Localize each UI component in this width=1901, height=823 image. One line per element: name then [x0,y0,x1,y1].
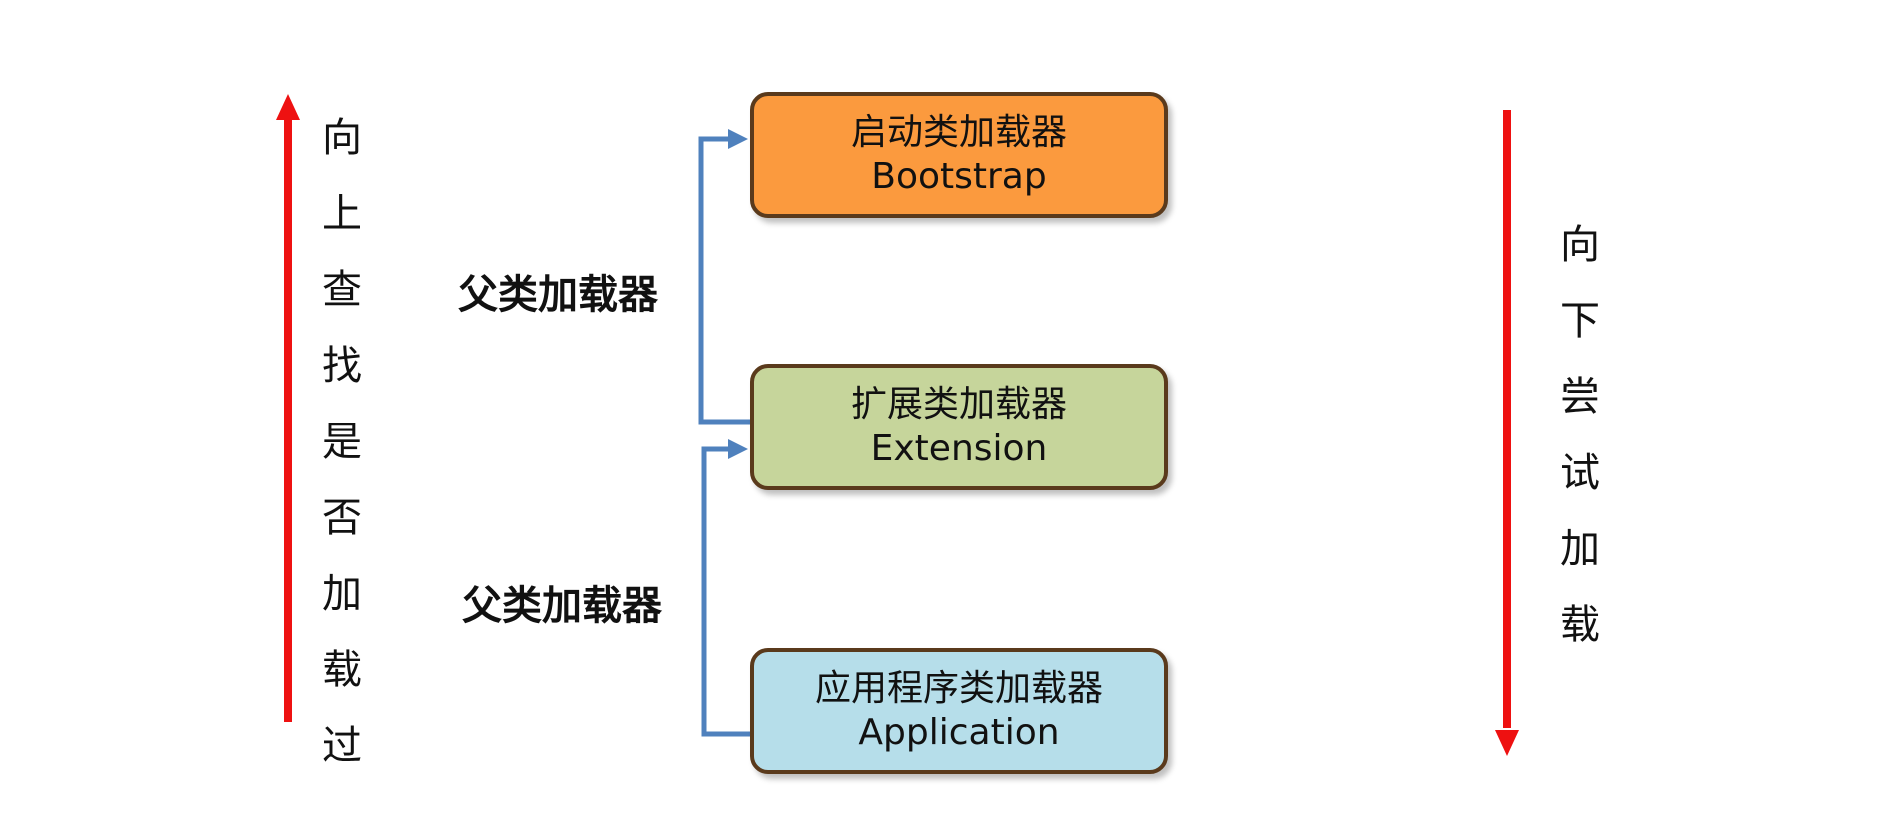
left-char: 向 [322,115,362,161]
box-title-en: Application [858,712,1060,753]
parent-loader-label: 父类加载器 [458,272,658,318]
left-char: 上 [322,191,362,237]
extension-loader-box: 扩展类加载器 Extension [750,364,1168,490]
box-title-cn: 启动类加载器 [850,112,1067,153]
connector-arrowhead-bootstrap [728,129,748,149]
connector-arrowhead-extension [728,439,748,459]
connector-extension-to-bootstrap [698,136,750,425]
left-char: 过 [322,723,362,769]
bootstrap-loader-box: 启动类加载器 Bootstrap [750,92,1168,218]
right-char: 下 [1560,298,1600,344]
box-title-cn: 应用程序类加载器 [814,668,1103,709]
left-char: 查 [322,267,362,313]
left-char: 载 [322,647,362,693]
downward-arrow-head [1495,730,1519,756]
connector-application-to-extension [701,446,750,737]
box-title-cn: 扩展类加载器 [850,384,1067,425]
right-char: 试 [1560,450,1600,496]
left-char: 是 [322,419,362,465]
parent-loader-label: 父类加载器 [462,583,662,629]
box-title-en: Extension [870,428,1048,469]
application-loader-box: 应用程序类加载器 Application [750,648,1168,774]
right-char: 载 [1560,602,1600,648]
right-vertical-label: 向 下 尝 试 加 载 [1560,207,1600,663]
right-char: 加 [1560,526,1600,572]
left-char: 找 [322,343,362,389]
box-title-en: Bootstrap [871,156,1047,197]
upward-arrow-head [276,94,300,120]
left-char: 加 [322,571,362,617]
left-vertical-label: 向 上 查 找 是 否 加 载 过 [322,100,362,784]
right-char: 向 [1560,222,1600,268]
right-char: 尝 [1560,374,1600,420]
left-char: 否 [322,495,362,541]
